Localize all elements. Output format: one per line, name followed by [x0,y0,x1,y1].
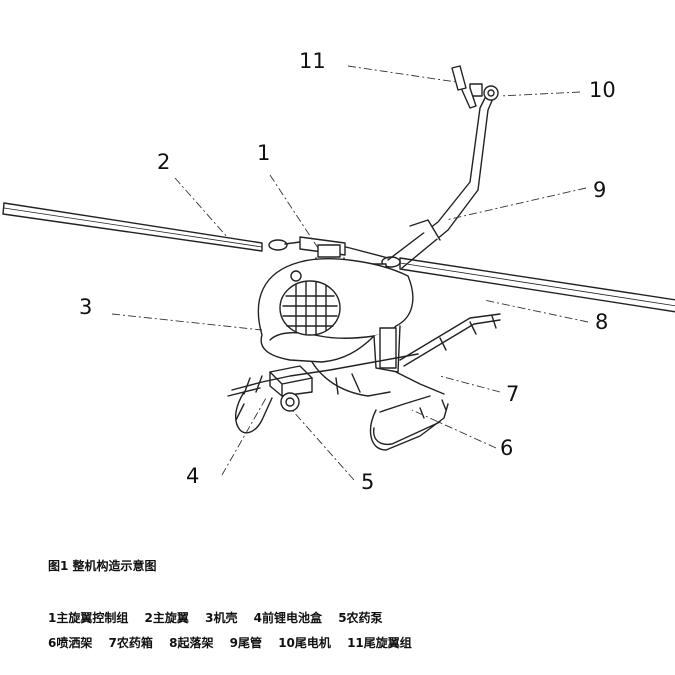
callout-label-2: 2 [157,150,171,174]
pesticide-tank-frame [373,325,401,373]
legend-item: 9尾管 [229,636,262,650]
drone-illustration [2,65,675,481]
front-grille [279,280,341,336]
legend-item: 1主旋翼控制组 [48,611,129,625]
legend-item: 8起落架 [169,636,214,650]
legend-line-2: 6喷洒架 7农药箱 8起落架 9尾管 10尾电机 11尾旋翼组 [48,634,424,651]
callout-label-6: 6 [500,436,514,460]
main-rotor-blade-right [399,257,675,313]
legend-item: 5农药泵 [338,611,383,625]
callout-label-11: 11 [299,49,326,73]
callout-label-7: 7 [506,382,520,406]
callout-label-5: 5 [361,470,375,494]
tail-boom [387,91,495,269]
helicopter-drone-diagram: 1 2 3 4 5 6 7 8 9 10 11 [2,49,675,494]
legend-item: 2主旋翼 [144,611,189,625]
main-rotor-blade-left [2,202,263,252]
callout-label-3: 3 [79,295,93,319]
legend-item: 3机壳 [205,611,238,625]
callout-label-9: 9 [593,178,607,202]
legend-item: 4前锂电池盒 [253,611,322,625]
landing-gear [234,361,449,451]
callout-label-8: 8 [595,310,609,334]
pump [280,392,300,412]
spray-bar [227,313,501,419]
legend-item: 10尾电机 [278,636,331,650]
callout-label-1: 1 [257,141,271,165]
legend-line-1: 1主旋翼控制组 2主旋翼 3机壳 4前锂电池盒 5农药泵 [48,609,395,626]
legend-item: 11尾旋翼组 [347,636,412,650]
figure-caption: 图1 整机构造示意图 [48,559,157,573]
callout-leader-lines [111,65,589,481]
tail-rotor-assembly [451,65,499,109]
legend-item: 7农药箱 [108,636,153,650]
callout-label-10: 10 [589,78,616,102]
battery-box [269,365,313,397]
callout-label-4: 4 [186,464,200,488]
legend-item: 6喷洒架 [48,636,93,650]
